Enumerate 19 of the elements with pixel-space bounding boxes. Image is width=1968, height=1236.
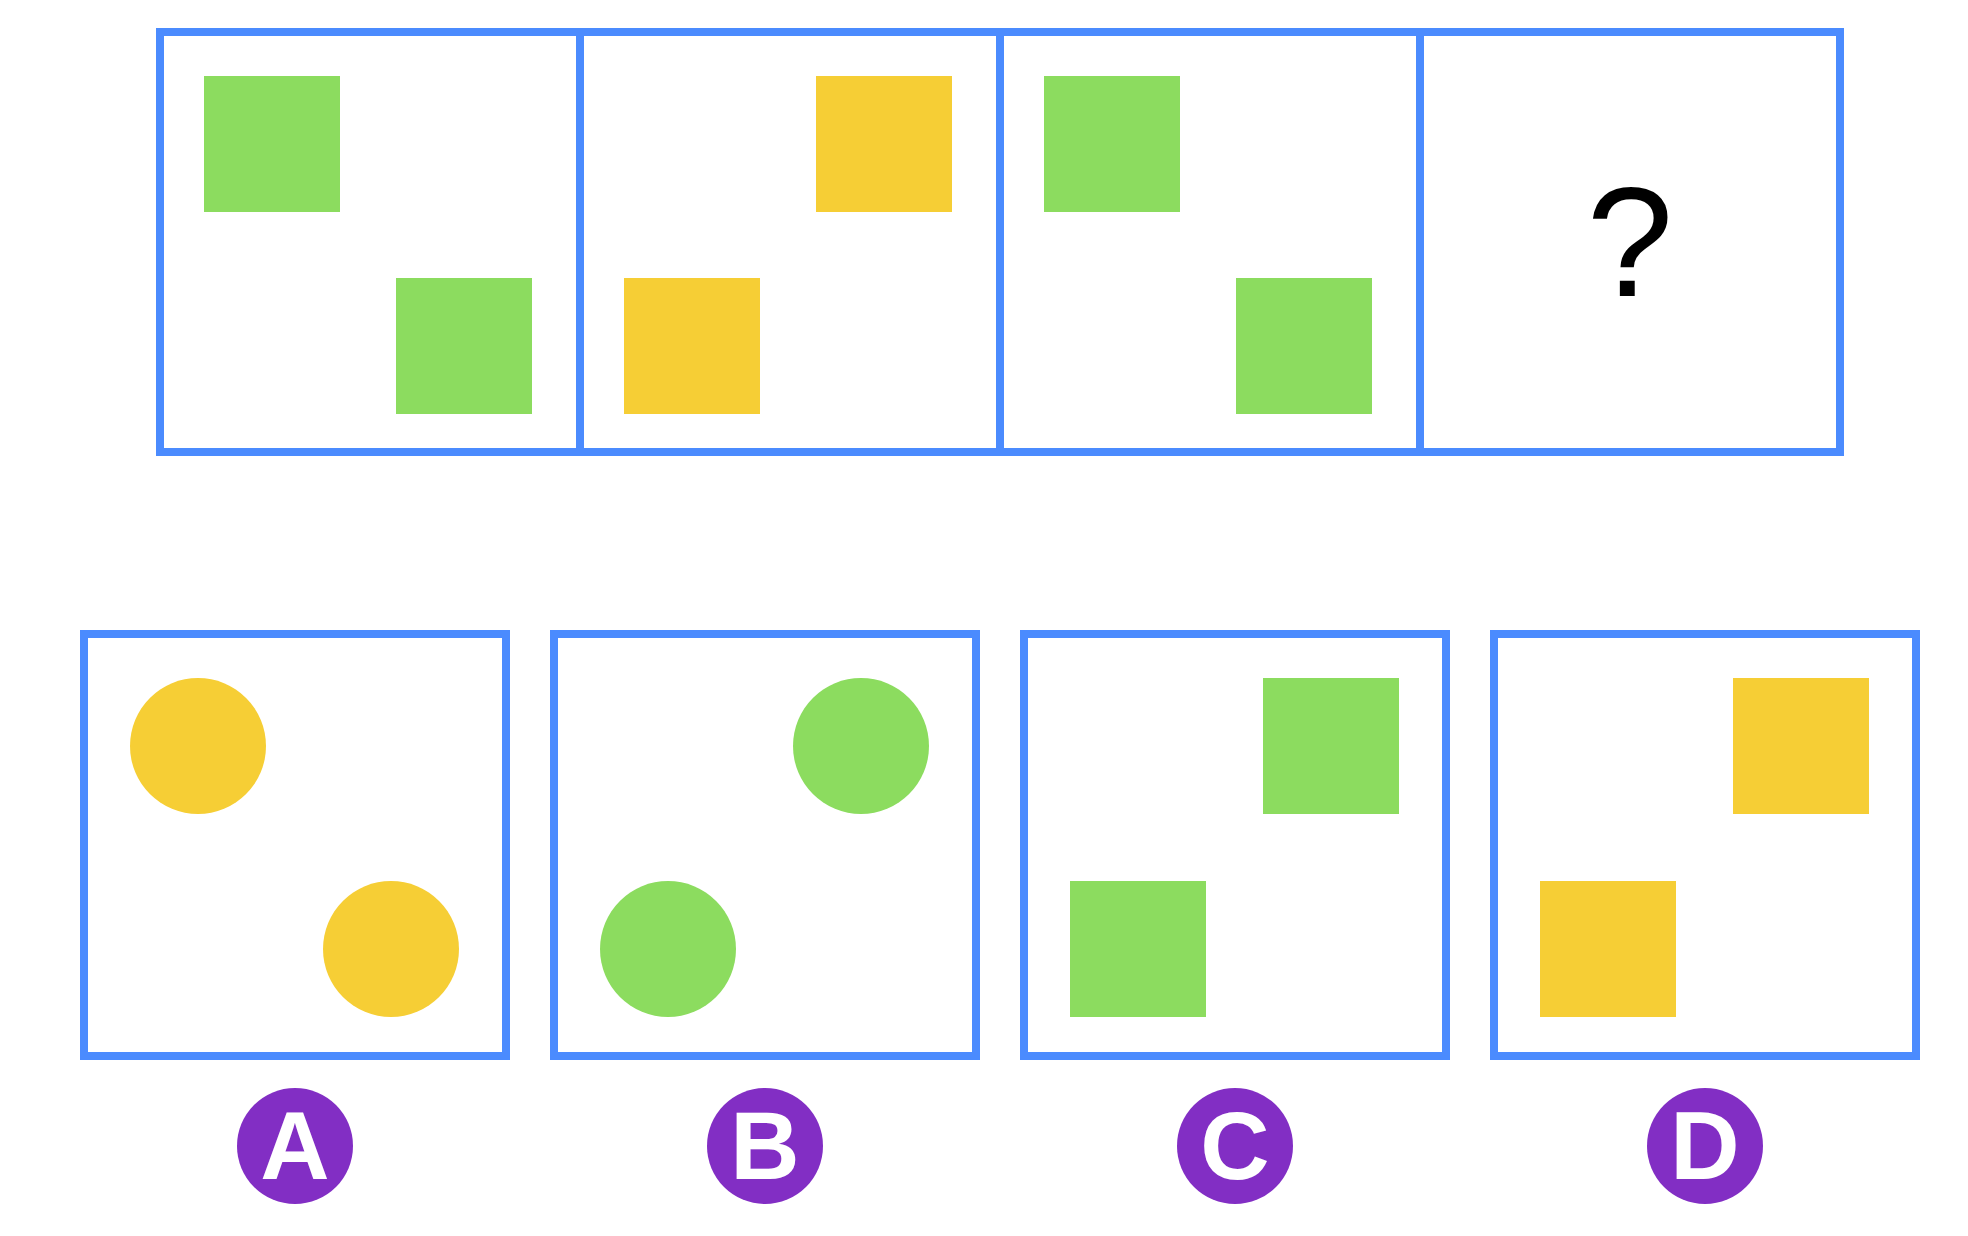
square-figure xyxy=(1540,881,1676,1017)
square-figure xyxy=(1044,76,1180,212)
square-figure xyxy=(396,278,532,414)
question-mark: ? xyxy=(1586,164,1674,320)
option-letter-badge: B xyxy=(707,1088,823,1204)
option-panel xyxy=(1020,630,1450,1060)
square-figure xyxy=(1070,881,1206,1017)
square-figure xyxy=(624,278,760,414)
option-panel xyxy=(80,630,510,1060)
square-figure xyxy=(1733,678,1869,814)
square-figure xyxy=(816,76,952,212)
square-figure xyxy=(1263,678,1399,814)
square-figure xyxy=(1236,278,1372,414)
option-letter-badge: C xyxy=(1177,1088,1293,1204)
option-letter-badge: A xyxy=(237,1088,353,1204)
option-letter-badge: D xyxy=(1647,1088,1763,1204)
square-figure xyxy=(204,76,340,212)
option-panel xyxy=(1490,630,1920,1060)
option-panel xyxy=(550,630,980,1060)
